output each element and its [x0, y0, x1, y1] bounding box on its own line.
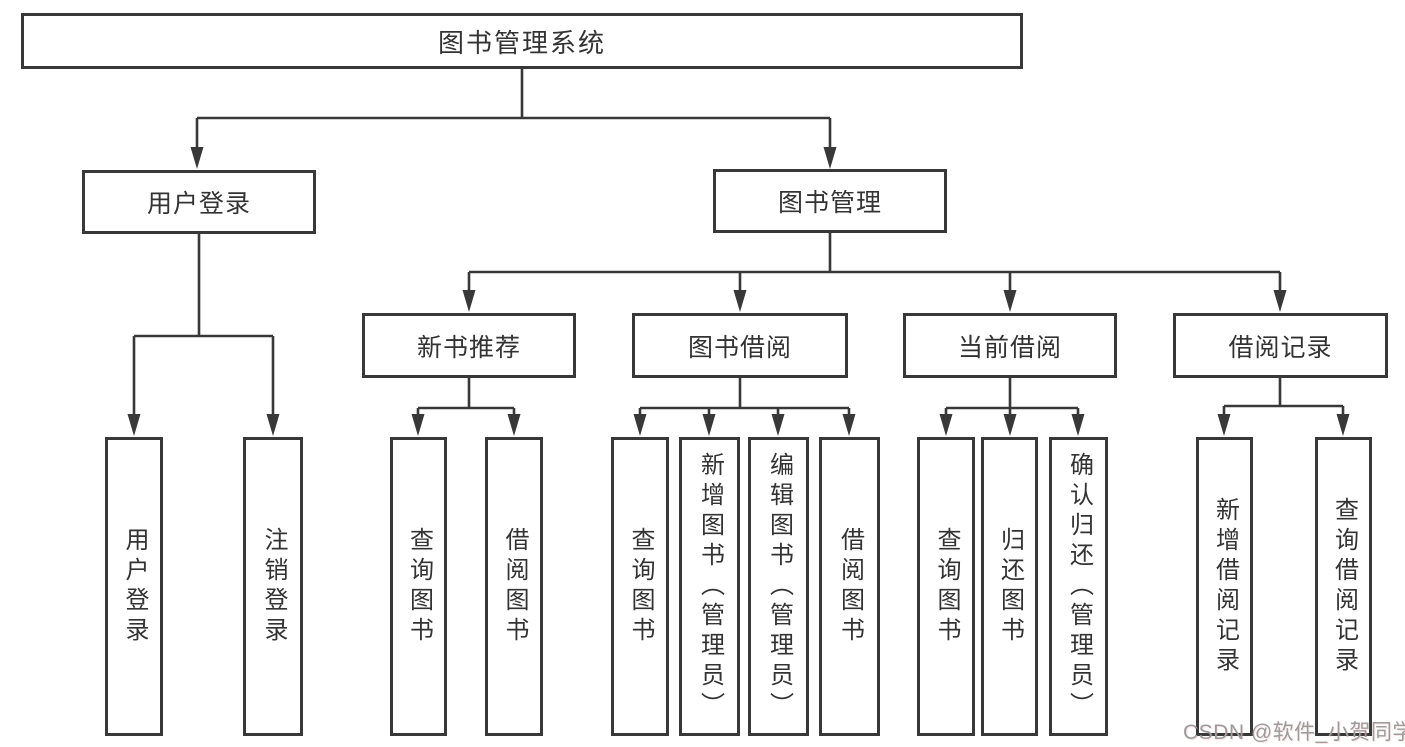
arrowhead-icon: [939, 414, 953, 436]
node-label: 当前借阅: [957, 333, 1062, 362]
arrowhead-icon: [842, 414, 856, 436]
arrowhead-icon: [733, 290, 747, 312]
node-label: 新增借阅记录: [1211, 496, 1239, 677]
leaf-return-books: 归还图书: [981, 437, 1038, 736]
node-label: 查询图书: [405, 526, 433, 647]
arrowhead-icon: [1217, 414, 1231, 436]
arrowhead-icon: [1071, 414, 1085, 436]
node-label: 图书管理: [777, 189, 882, 217]
node-root-system: 图书管理系统: [21, 13, 1023, 69]
arrowhead-icon: [702, 414, 716, 436]
arrowhead-icon: [462, 290, 476, 312]
arrowhead-icon: [127, 414, 141, 436]
csdn-watermark: CSDN @软件_小贺同学: [1183, 721, 1405, 744]
node-label: 借阅记录: [1228, 333, 1333, 362]
node-label: 新增图书（管理员）: [696, 451, 724, 722]
node-label: 注销登录: [260, 526, 287, 647]
node-label: 借阅图书: [836, 526, 864, 647]
node-label: 确认归还（管理员）: [1065, 451, 1093, 722]
node-label: 查询图书: [627, 526, 654, 647]
leaf-query-books-current: 查询图书: [917, 437, 975, 736]
node-label: 归还图书: [996, 526, 1024, 647]
arrowhead-icon: [411, 414, 425, 436]
node-borrowing-records: 借阅记录: [1173, 313, 1388, 378]
arrowhead-icon: [507, 414, 521, 436]
leaf-query-books-borrowing: 查询图书: [611, 437, 669, 736]
arrowhead-icon: [1273, 290, 1287, 312]
node-label: 图书管理系统: [437, 27, 606, 58]
leaf-add-borrow-record: 新增借阅记录: [1196, 437, 1253, 736]
leaf-query-books-recommend: 查询图书: [390, 437, 447, 736]
leaf-edit-book-admin: 编辑图书（管理员）: [748, 437, 809, 736]
node-label: 查询借阅记录: [1330, 496, 1358, 677]
node-book-management: 图书管理: [713, 169, 947, 233]
node-label: 图书借阅: [687, 333, 792, 362]
node-label: 用户登录: [121, 526, 148, 647]
leaf-add-book-admin: 新增图书（管理员）: [679, 437, 740, 736]
leaf-user-login: 用户登录: [105, 437, 163, 736]
arrowhead-icon: [1003, 290, 1017, 312]
leaf-borrow-books-recommend: 借阅图书: [485, 437, 543, 736]
leaf-logout: 注销登录: [243, 437, 303, 736]
node-current-borrowing: 当前借阅: [903, 313, 1117, 378]
node-label: 用户登录: [146, 190, 251, 218]
node-label: 查询图书: [933, 526, 960, 647]
node-user-login: 用户登录: [82, 170, 316, 234]
node-new-book-recommend: 新书推荐: [362, 313, 576, 378]
leaf-borrow-books: 借阅图书: [819, 437, 880, 736]
arrowhead-icon: [266, 414, 280, 436]
connector-path: [132, 69, 1345, 418]
arrowhead-icon: [823, 147, 837, 169]
arrowhead-icon: [771, 414, 785, 436]
leaf-query-borrow-record: 查询借阅记录: [1315, 437, 1372, 736]
node-label: 新书推荐: [416, 333, 521, 362]
arrowhead-icon: [1336, 414, 1350, 436]
arrowhead-icon: [633, 414, 647, 436]
node-label: 编辑图书（管理员）: [765, 451, 793, 722]
arrowhead-icon: [190, 147, 204, 169]
arrowhead-icon: [1003, 414, 1017, 436]
node-book-borrowing: 图书借阅: [632, 313, 848, 378]
leaf-confirm-return-admin: 确认归还（管理员）: [1049, 437, 1108, 736]
node-label: 借阅图书: [501, 526, 528, 647]
